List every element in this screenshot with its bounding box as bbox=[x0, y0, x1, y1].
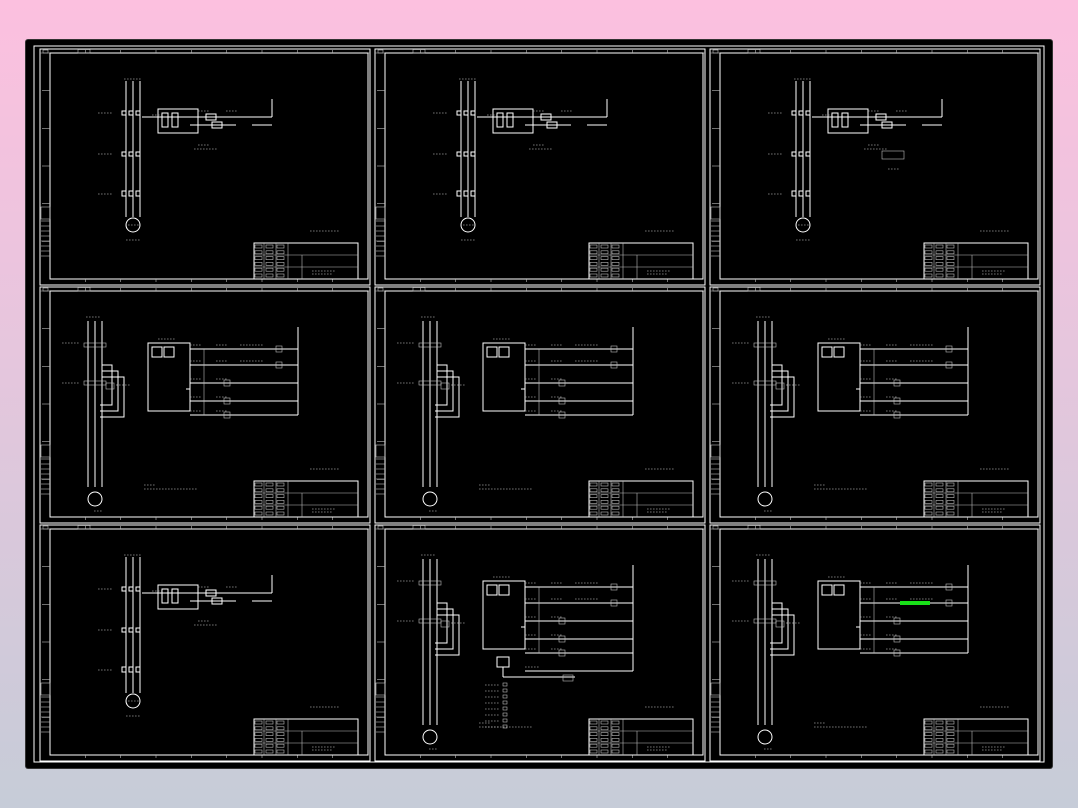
drawing-sheet-2 bbox=[374, 48, 706, 286]
outer-border bbox=[33, 45, 1045, 763]
title-block bbox=[253, 718, 359, 756]
title-block bbox=[923, 480, 1029, 518]
drawing-sheet-4 bbox=[39, 286, 371, 524]
title-block bbox=[253, 242, 359, 280]
drawing-sheet-6 bbox=[709, 286, 1041, 524]
drawing-sheet-3 bbox=[709, 48, 1041, 286]
title-block bbox=[923, 718, 1029, 756]
electrical-schematic-sheets bbox=[33, 45, 1045, 763]
drawing-sheet-1 bbox=[39, 48, 371, 286]
title-block bbox=[588, 718, 694, 756]
title-block bbox=[588, 480, 694, 518]
drawing-sheet-9 bbox=[709, 524, 1041, 762]
drawing-sheet-7 bbox=[39, 524, 371, 762]
cad-drawing-viewport[interactable] bbox=[26, 40, 1052, 768]
highlighted-wire bbox=[900, 601, 930, 605]
title-block bbox=[253, 480, 359, 518]
drawing-sheet-5 bbox=[374, 286, 706, 524]
drawing-sheet-8 bbox=[374, 524, 706, 762]
title-block bbox=[588, 242, 694, 280]
title-block bbox=[923, 242, 1029, 280]
